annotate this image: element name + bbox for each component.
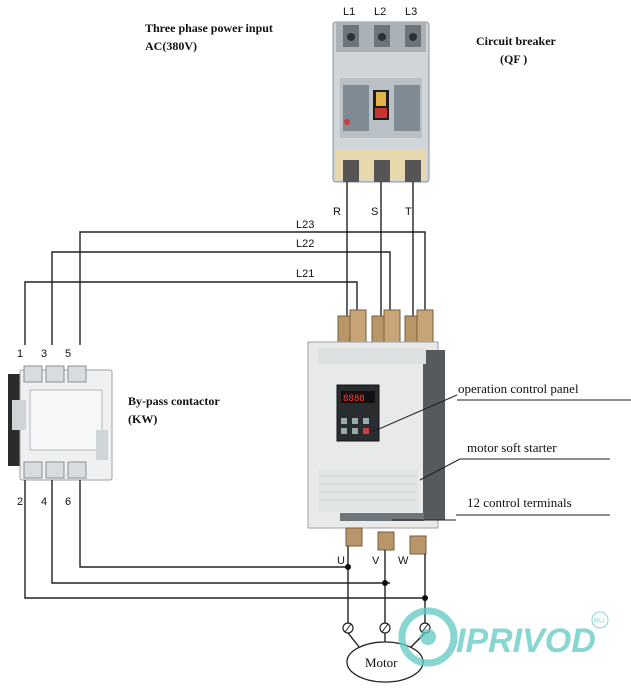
breaker-out-r: R <box>333 206 341 218</box>
starter-out-w: W <box>398 555 409 567</box>
phase-label-l1: L1 <box>343 6 355 18</box>
control-terminal-strip <box>340 513 424 521</box>
bypass-contactor: 1 3 5 2 4 6 <box>8 348 113 508</box>
contactor-code: (KW) <box>128 412 157 426</box>
watermark-text: IPRIVOD <box>456 622 596 660</box>
contactor-top-1: 1 <box>17 348 23 360</box>
breaker-out-s: S <box>371 206 378 218</box>
phase-label-l3: L3 <box>405 6 417 18</box>
power-input-voltage: AC(380V) <box>145 39 197 53</box>
contactor-output-wires <box>24 480 425 599</box>
breaker-title: Circuit breaker <box>476 34 557 48</box>
motor-label: Motor <box>365 655 398 670</box>
starter-out-v: V <box>372 555 380 567</box>
breaker-out-t: T <box>405 206 412 218</box>
label-soft-starter: motor soft starter <box>467 440 557 455</box>
bypass-label-l22: L22 <box>296 238 314 250</box>
watermark-logo: IPRIVOD RU <box>398 607 609 667</box>
contactor-title: By-pass contactor <box>128 394 220 408</box>
contactor-top-5: 5 <box>65 348 71 360</box>
contactor-bottom-4: 4 <box>41 496 47 508</box>
contactor-top-3: 3 <box>41 348 47 360</box>
circuit-breaker: L1 L2 L3 R S T <box>332 6 430 218</box>
power-input-title: Three phase power input <box>145 21 273 35</box>
bypass-label-l21: L21 <box>296 268 314 280</box>
contactor-bottom-6: 6 <box>65 496 71 508</box>
soft-starter: 8888 U V W <box>307 309 445 567</box>
input-wires <box>346 182 414 318</box>
contactor-bottom-2: 2 <box>17 496 23 508</box>
motor-wires <box>342 546 431 649</box>
phase-label-l2: L2 <box>374 6 386 18</box>
bypass-label-l23: L23 <box>296 219 314 231</box>
bypass-wires: L23 L22 L21 <box>24 219 426 345</box>
label-control-terminals: 12 control terminals <box>467 495 572 510</box>
starter-out-u: U <box>337 555 345 567</box>
panel-display: 8888 <box>343 394 365 404</box>
breaker-code: (QF ) <box>500 52 527 66</box>
callouts <box>371 394 631 521</box>
label-operation-panel: operation control panel <box>458 381 579 396</box>
watermark-suffix: RU <box>594 618 604 625</box>
